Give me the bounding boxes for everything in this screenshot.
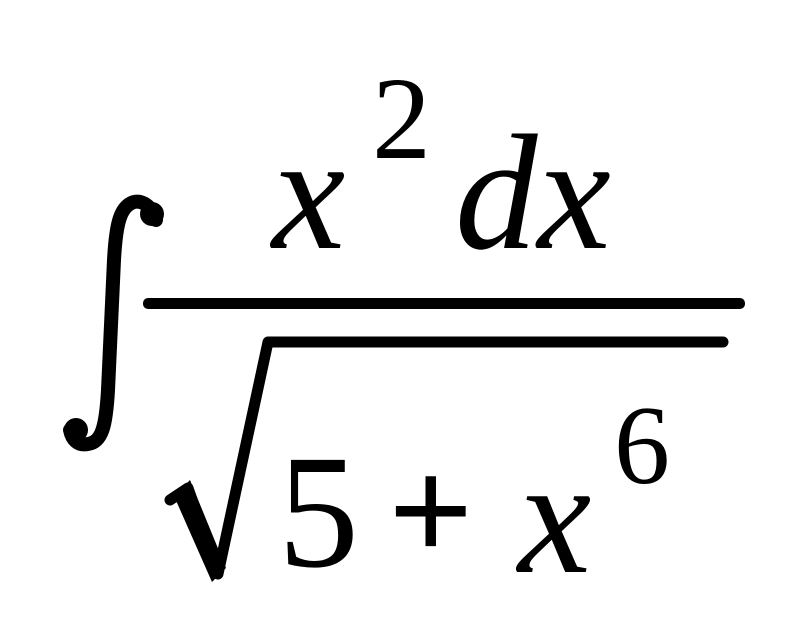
numerator-exponent-2: 2 [372,53,431,184]
plus-operator: + [388,428,474,594]
fraction-bar [143,298,745,309]
denominator-base-x: x [518,425,592,608]
denominator-exponent-6: 6 [614,384,670,508]
denominator-constant-5: 5 [278,423,359,602]
numerator-base-x: x [272,101,346,284]
integral-sign [63,194,164,452]
square-root-sign [164,336,729,582]
numerator-differential-dx: dx [455,101,611,284]
